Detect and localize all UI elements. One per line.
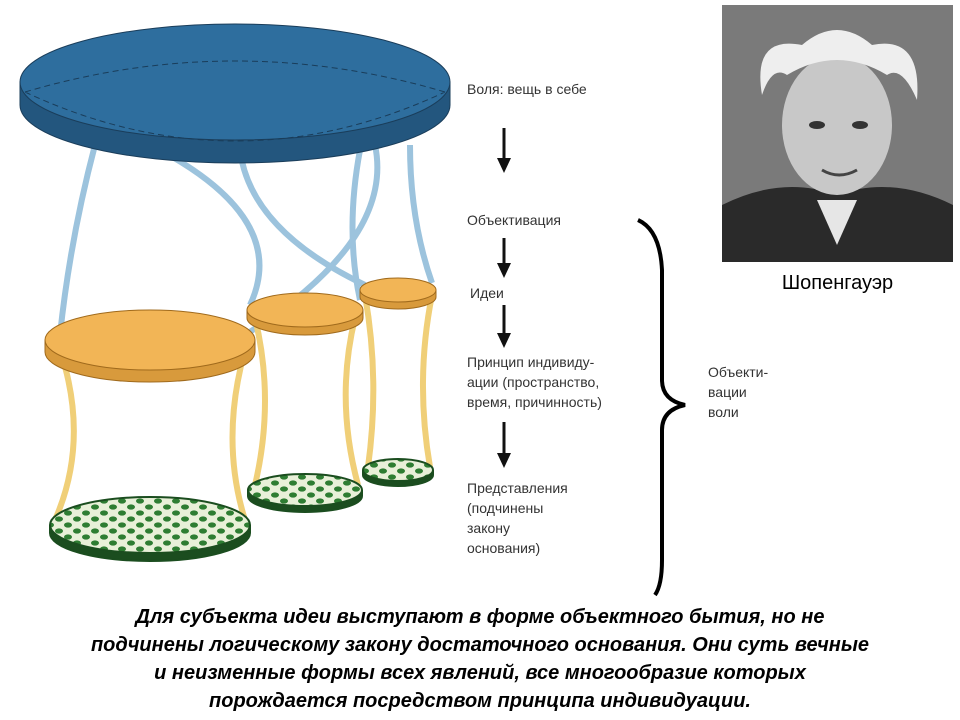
label-objectification: Объективация xyxy=(467,212,561,228)
description-line-2: подчинены логическому закону достаточног… xyxy=(90,634,870,656)
ideas-discs xyxy=(44,277,437,383)
label-representations: Представления (подчинены закону основани… xyxy=(467,480,568,556)
label-principle: Принцип индивиду- ации (пространство, вр… xyxy=(467,354,602,410)
strands xyxy=(52,144,435,522)
portrait-image xyxy=(722,5,953,262)
arrows xyxy=(497,128,511,468)
description-line-1: Для субъекта идеи выступают в форме объе… xyxy=(135,606,825,628)
will-disc xyxy=(19,23,451,164)
description-line-4: порождается посредством принципа индивид… xyxy=(209,690,751,712)
description-text: Для субъекта идеи выступают в форме объе… xyxy=(0,603,960,715)
label-objectifications-of-will: Объекти- вации воли xyxy=(708,364,769,420)
representation-discs xyxy=(49,458,434,562)
label-ideas: Идеи xyxy=(470,285,504,301)
label-will: Воля: вещь в себе xyxy=(467,81,587,97)
schopenhauer-portrait xyxy=(722,5,953,262)
portrait-caption: Шопенгауэр xyxy=(781,272,894,294)
description-line-3: и неизменные формы всех явлений, все мно… xyxy=(154,662,806,684)
curly-brace-icon xyxy=(637,218,686,597)
